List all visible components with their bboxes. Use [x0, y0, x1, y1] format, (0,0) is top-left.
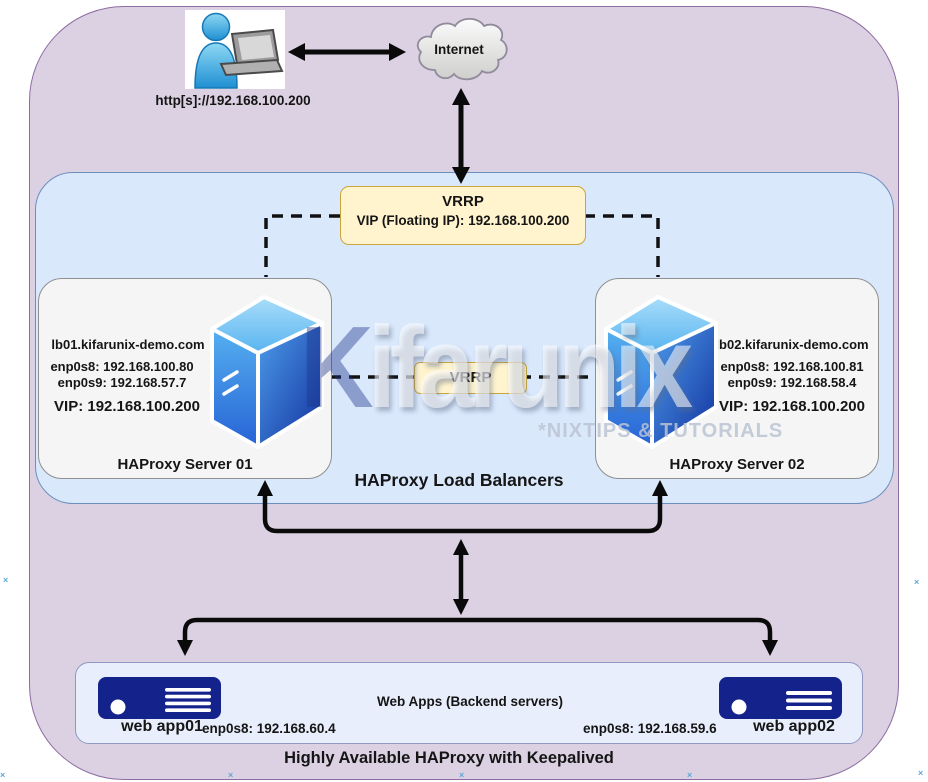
- lb-backend-arrow: [453, 539, 469, 615]
- vrrp-vip-line: VIP (Floating IP): 192.168.100.200: [356, 213, 570, 228]
- vrrp-dashed-links: [264, 214, 660, 379]
- internet-lb-arrow: [452, 88, 470, 184]
- server01-hostname: lb01.kifarunix-demo.com: [51, 337, 205, 352]
- client-url-label: http[s]://192.168.100.200: [155, 93, 311, 108]
- server01-label: HAProxy Server 01: [117, 456, 253, 473]
- server02-hostname: lb02.kifarunix-demo.com: [715, 337, 869, 352]
- internet-cloud: Internet: [409, 13, 509, 88]
- page-marker-cross: ×: [918, 768, 924, 778]
- server01-tower-icon: [206, 283, 328, 455]
- server01-vip: VIP: 192.168.100.200: [54, 398, 200, 415]
- webapps-label: Web Apps (Backend servers): [376, 694, 564, 709]
- lb-container-label: HAProxy Load Balancers: [354, 470, 564, 490]
- server02-vip: VIP: 192.168.100.200: [719, 398, 865, 415]
- vrrp-link-box: VRRP: [414, 362, 527, 394]
- internet-cloud-icon: [416, 17, 508, 81]
- page-marker-cross: ×: [0, 770, 6, 780]
- page-marker-cross: ×: [3, 575, 9, 585]
- client-user-box: [185, 10, 285, 89]
- vrrp-vip-box: VRRP VIP (Floating IP): 192.168.100.200: [340, 186, 586, 245]
- internet-label: Internet: [434, 42, 484, 57]
- webapp01-name: web app01: [121, 718, 203, 735]
- server02-enp0s8: enp0s8: 192.168.100.81: [720, 359, 864, 374]
- webapp02-rack-server-icon: [718, 676, 843, 720]
- page-marker-cross: ×: [687, 770, 693, 780]
- server02-tower-icon: [600, 283, 722, 455]
- backend-bracket-arrowheads: [177, 640, 778, 656]
- server01-enp0s8: enp0s8: 192.168.100.80: [50, 359, 194, 374]
- page-marker-cross: ×: [914, 577, 920, 587]
- backend-bracket-connector: [182, 617, 773, 642]
- user-laptop-icon: [194, 12, 284, 89]
- webapp02-ip: enp0s8: 192.168.59.6: [583, 721, 717, 736]
- lb-bracket-arrowheads: [257, 480, 668, 496]
- page-marker-cross: ×: [459, 770, 465, 780]
- diagram-title: Highly Available HAProxy with Keepalived: [284, 749, 614, 767]
- page-marker-cross: ×: [228, 770, 234, 780]
- server01-enp0s9: enp0s9: 192.168.57.7: [57, 375, 187, 390]
- server02-enp0s9: enp0s9: 192.168.58.4: [727, 375, 857, 390]
- webapp01-rack-server-icon: [97, 676, 222, 720]
- webapp01-ip: enp0s8: 192.168.60.4: [202, 721, 336, 736]
- vrrp-title: VRRP: [442, 193, 484, 210]
- server02-label: HAProxy Server 02: [669, 456, 805, 473]
- webapp02-name: web app02: [753, 718, 835, 735]
- lb-bracket-connector: [262, 494, 663, 534]
- user-internet-arrow: [288, 43, 406, 61]
